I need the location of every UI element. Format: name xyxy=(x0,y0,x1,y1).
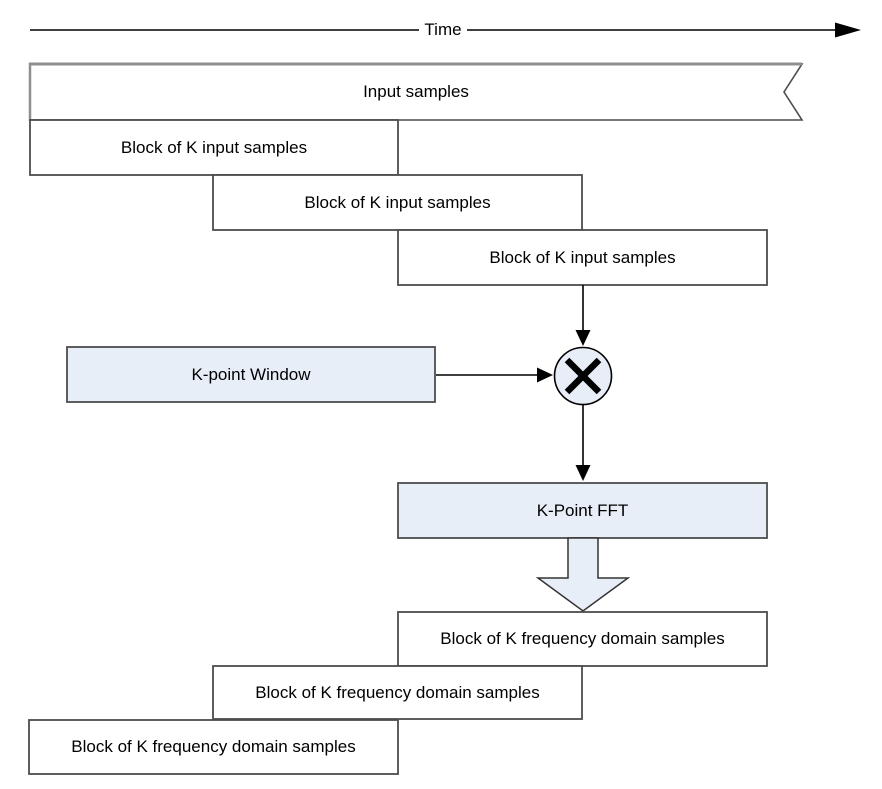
window-to-multiply-arrowhead-icon xyxy=(537,367,553,383)
input-block-3-box xyxy=(397,229,768,286)
output-block-3-box xyxy=(28,719,399,775)
input-samples-box xyxy=(29,63,804,121)
block-to-multiply-arrowhead-icon xyxy=(575,330,591,346)
input-block-2-box xyxy=(212,174,583,231)
fft-box xyxy=(397,482,768,539)
multiply-cross-icon xyxy=(564,357,602,395)
output-block-2-box xyxy=(212,665,583,720)
input-block-1-box xyxy=(29,119,399,176)
output-block-1-box xyxy=(397,611,768,667)
window-box xyxy=(66,346,436,403)
block-down-arrow-icon xyxy=(535,537,631,612)
time-axis-arrowhead-icon xyxy=(835,22,861,38)
multiply-to-fft-arrowhead-icon xyxy=(575,465,591,481)
